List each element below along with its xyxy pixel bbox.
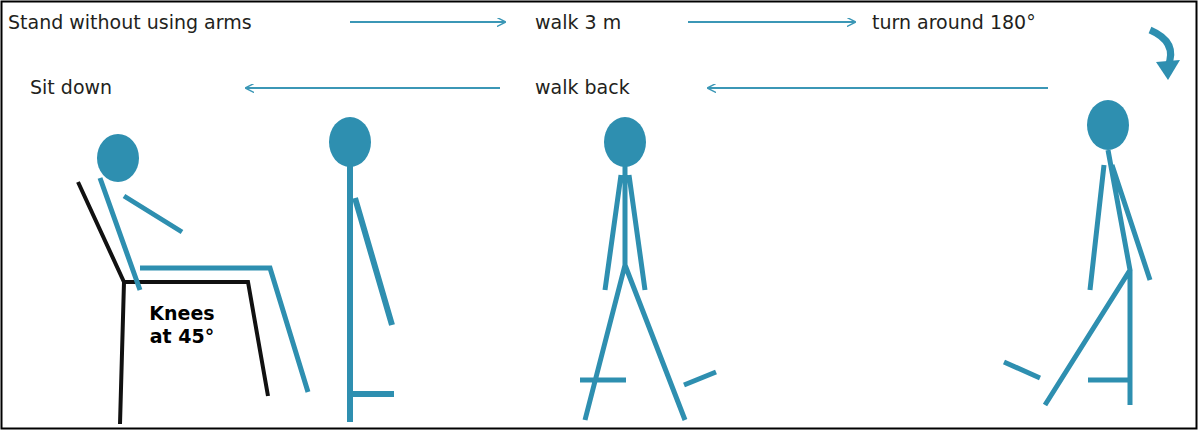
chair: [78, 182, 268, 424]
turn-arrow-head: [1156, 60, 1180, 80]
flow-arrow: [708, 87, 1048, 89]
head: [604, 117, 646, 167]
step-label: Stand without using arms: [8, 11, 252, 33]
turn-arrow: [1150, 30, 1171, 66]
angle-note: Knees at 45°: [143, 302, 221, 348]
step-label: walk back: [535, 76, 630, 98]
step-label: walk 3 m: [535, 11, 621, 33]
turning-figure: [1004, 150, 1150, 405]
flow-arrow: [688, 21, 855, 23]
head: [97, 134, 139, 182]
standing-figure: [350, 165, 394, 422]
flow-arrow: [246, 87, 500, 89]
flow-arrow: [350, 21, 505, 23]
head: [329, 117, 371, 167]
head: [1087, 100, 1129, 150]
walking-figure: [580, 165, 716, 420]
step-label: Sit down: [30, 76, 112, 98]
seated-figure: [100, 178, 308, 392]
step-label: turn around 180°: [872, 11, 1036, 33]
